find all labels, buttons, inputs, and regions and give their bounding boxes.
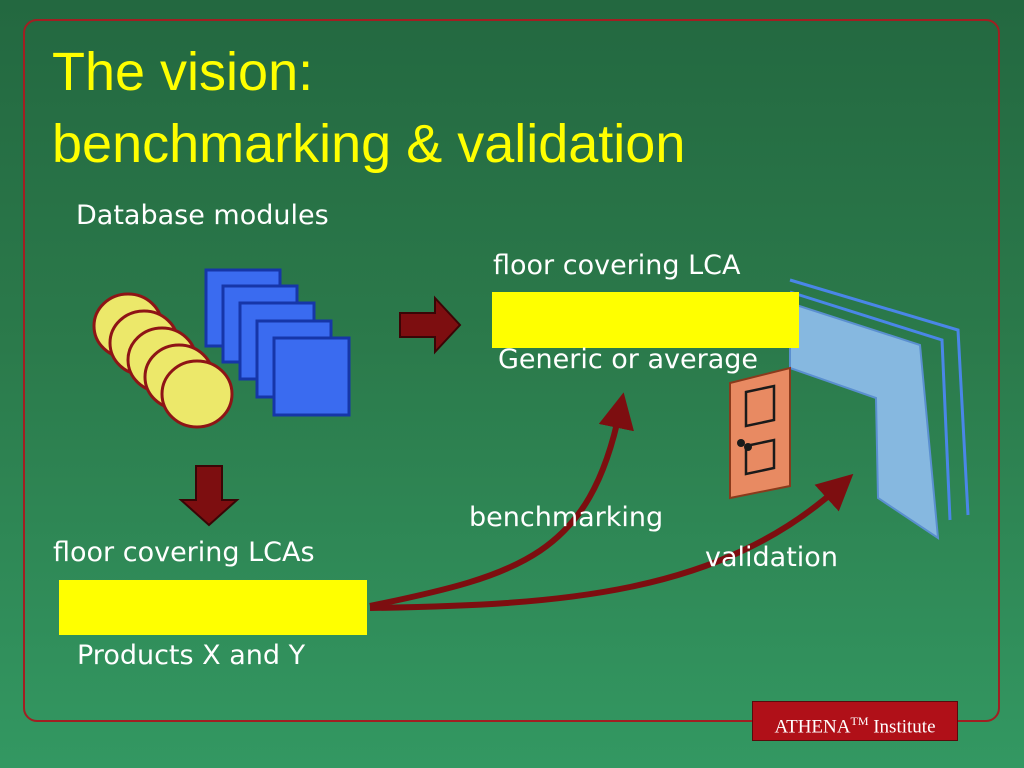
products-label: Products X and Y xyxy=(77,640,306,671)
floor-covering-lcas-label: floor covering LCAs xyxy=(53,537,315,568)
floor-covering-lcas-bar xyxy=(59,580,367,635)
building-icon xyxy=(789,278,970,540)
badge-trademark: TM xyxy=(850,714,869,728)
validation-arrow-icon xyxy=(369,473,854,611)
benchmarking-arrow-icon xyxy=(369,392,634,609)
floor-covering-lca-label: floor covering LCA xyxy=(493,250,741,281)
slide-title: The vision: benchmarking & validation xyxy=(52,36,685,180)
benchmarking-label: benchmarking xyxy=(469,502,664,533)
database-modules-label: Database modules xyxy=(76,200,329,231)
module-circles-icon xyxy=(92,292,234,429)
badge-suffix: Institute xyxy=(873,716,936,738)
badge-name: ATHENA xyxy=(774,716,851,738)
title-line-1: The vision: xyxy=(52,42,314,102)
generic-or-average-label: Generic or average xyxy=(498,344,759,375)
module-squares-icon xyxy=(204,268,351,417)
floor-covering-lca-bar xyxy=(492,292,799,348)
slide-frame xyxy=(23,19,1000,722)
athena-institute-badge: ATHENATM Institute xyxy=(752,701,958,741)
door-icon xyxy=(729,366,791,500)
title-line-2: benchmarking & validation xyxy=(52,114,686,174)
arrow-right-icon xyxy=(399,295,462,355)
arrow-down-icon xyxy=(178,465,240,527)
validation-label: validation xyxy=(705,542,838,573)
